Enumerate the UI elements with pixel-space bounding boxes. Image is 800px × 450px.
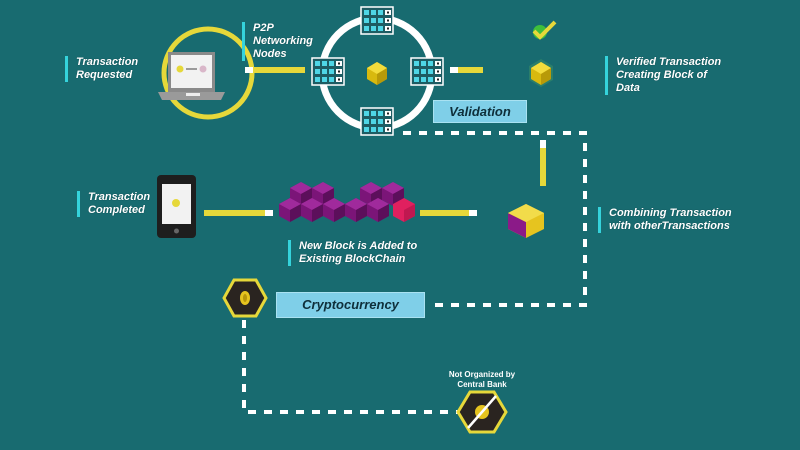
server-icon	[360, 6, 394, 35]
p2p-network-ring	[311, 6, 444, 136]
no-central-bank-icon	[456, 390, 508, 434]
combined-block-icon	[508, 204, 544, 238]
label-transaction-requested: Transaction Requested	[65, 56, 138, 82]
label-transaction-completed: Transaction Completed	[77, 191, 150, 217]
label-combining-transaction: Combining Transaction with otherTransact…	[598, 207, 732, 233]
check-icon	[532, 20, 557, 40]
phone-icon	[157, 175, 196, 238]
laptop-icon	[158, 26, 255, 120]
dashed-connector	[242, 131, 587, 414]
cryptocurrency-box: Cryptocurrency	[276, 292, 425, 318]
label-verified-transaction: Verified Transaction Creating Block of D…	[605, 56, 721, 95]
validation-box: Validation	[433, 100, 527, 123]
server-icon	[311, 57, 345, 86]
coin-icon	[222, 278, 268, 318]
server-icon	[360, 107, 394, 136]
server-icon	[410, 57, 444, 86]
block-cube-icon	[367, 62, 387, 85]
label-not-organized: Not Organized by Central Bank	[448, 370, 516, 389]
label-new-block: New Block is Added to Existing BlockChai…	[288, 240, 417, 266]
verified-block-icon	[529, 59, 553, 87]
label-p2p-nodes: P2P Networking Nodes	[242, 22, 313, 61]
connector-bars	[204, 67, 546, 216]
blockchain-icon	[279, 182, 415, 222]
